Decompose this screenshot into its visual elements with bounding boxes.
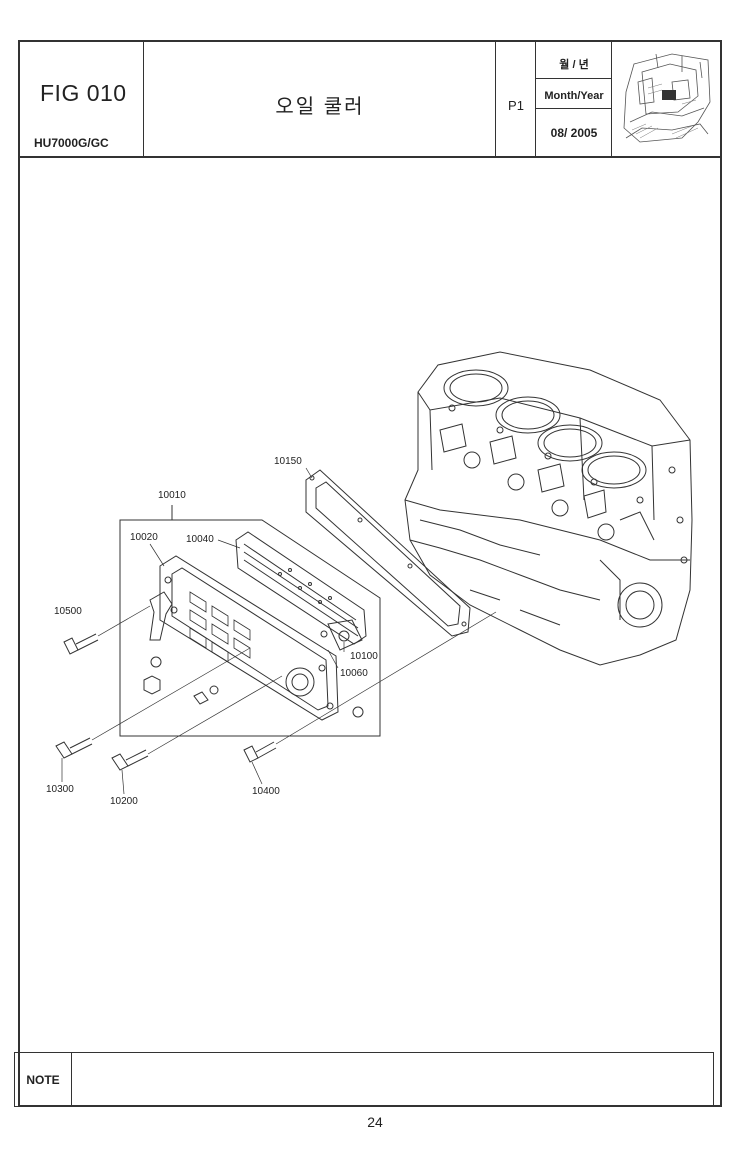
engine-block-drawing (404, 351, 693, 666)
callout-10060: 10060 (340, 668, 368, 679)
callout-10040: 10040 (186, 534, 214, 545)
callout-10400: 10400 (252, 786, 280, 797)
sheet-header: FIG 010 HU7000G/GC 오일 쿨러 P1 월 / 년 Month/… (20, 42, 720, 158)
title-cell: 오일 쿨러 (144, 42, 496, 156)
bolt-10300-drawing (55, 647, 251, 782)
cooler-cover-10020-drawing (143, 555, 364, 721)
note-bar: NOTE (14, 1052, 714, 1107)
model-code: HU7000G/GC (34, 136, 109, 150)
callout-10010: 10010 (158, 490, 186, 501)
figure-label: FIG 010 (40, 80, 127, 106)
parts-sheet: FIG 010 HU7000G/GC 오일 쿨러 P1 월 / 년 Month/… (14, 40, 722, 1107)
figure-title: 오일 쿨러 (275, 96, 365, 118)
date-cell: 월 / 년 Month/Year 08/ 2005 (536, 42, 612, 156)
machine-thumbnail-image (623, 53, 711, 143)
bolt-10200-drawing (111, 675, 283, 795)
page-number: 24 (367, 1114, 383, 1130)
date-value: 08/ 2005 (550, 126, 598, 140)
date-label-english: Month/Year (544, 90, 604, 102)
cooler-element-10040-drawing (235, 531, 367, 645)
cooler-group-frame (119, 505, 381, 737)
callout-leader-lines (149, 467, 345, 669)
sheet-page-number: P1 (508, 98, 524, 113)
figure-cell: FIG 010 HU7000G/GC (20, 42, 144, 156)
callout-10150: 10150 (274, 456, 302, 467)
bolt-10400-drawing (243, 611, 497, 785)
gasket-10100-drawing (320, 619, 363, 651)
page-cell: P1 (496, 42, 536, 156)
date-label-korean: 월 / 년 (559, 59, 589, 71)
date-divider (536, 108, 612, 109)
gasket-10150-drawing (305, 469, 471, 637)
callout-10300: 10300 (46, 784, 74, 795)
callout-10020: 10020 (130, 532, 158, 543)
date-divider (536, 78, 612, 79)
bolt-10500-drawing (63, 605, 151, 655)
callout-10100: 10100 (350, 651, 378, 662)
note-label: NOTE (15, 1053, 72, 1106)
callout-10500: 10500 (54, 606, 82, 617)
callout-10200: 10200 (110, 796, 138, 807)
thumbnail-cell (612, 42, 720, 156)
